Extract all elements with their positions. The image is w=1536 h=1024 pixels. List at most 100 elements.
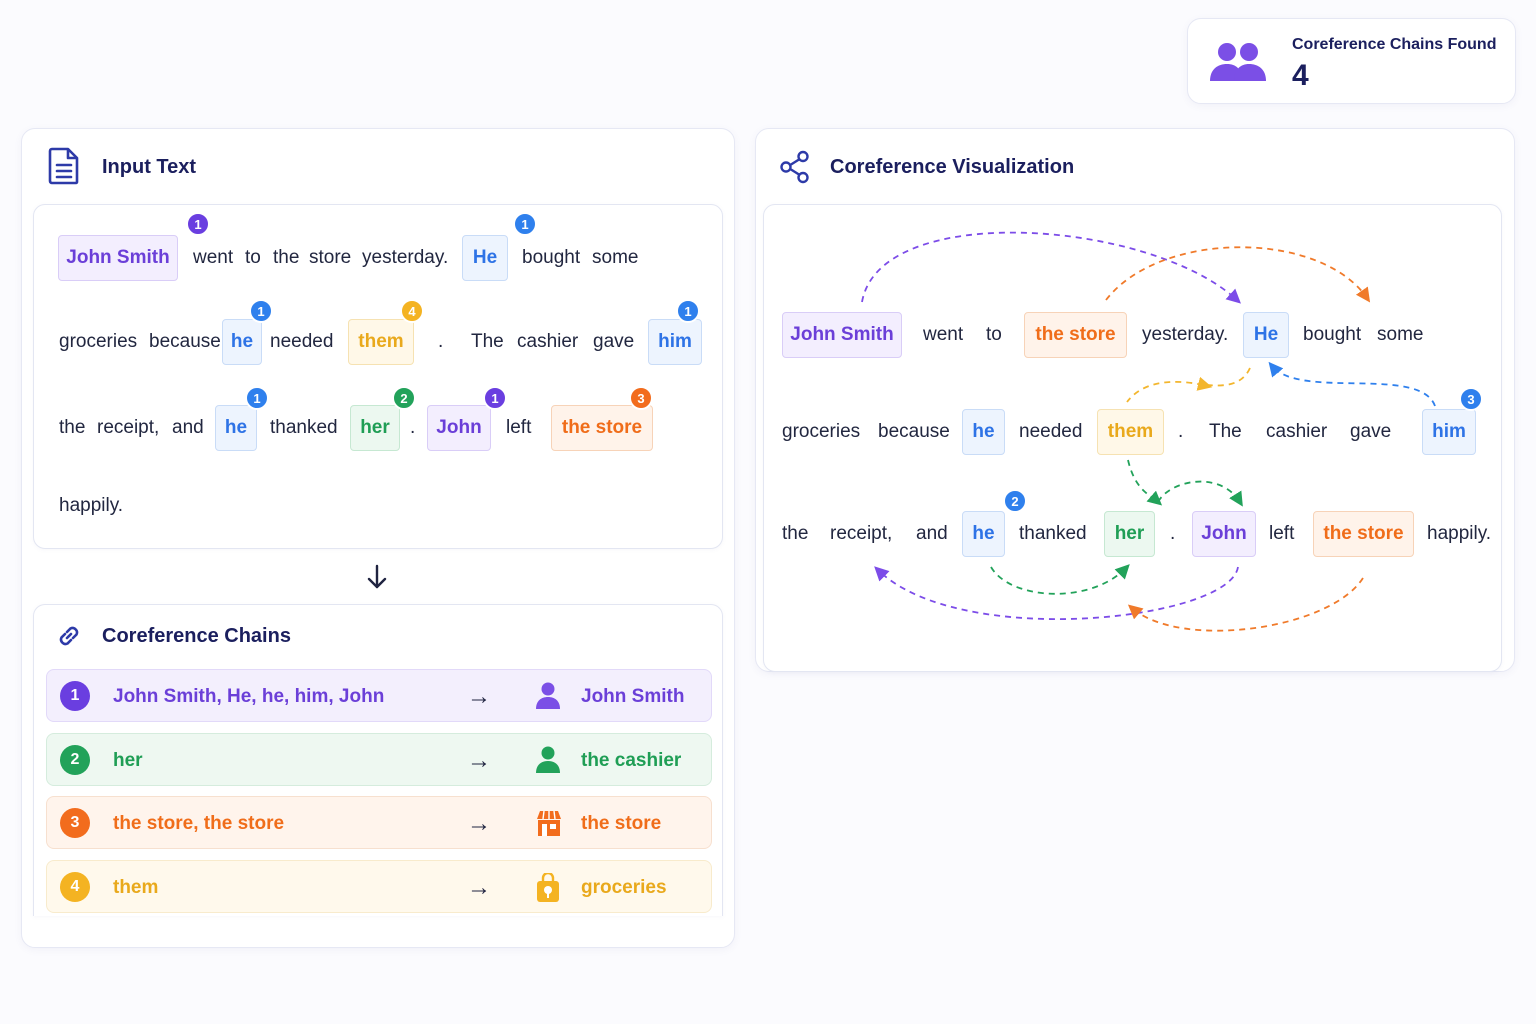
chain-row-2[interactable]: 2 her → the cashier xyxy=(46,733,712,786)
word: . xyxy=(438,331,444,352)
word: to xyxy=(986,324,1002,345)
word: gave xyxy=(1350,421,1392,442)
chain-row-3[interactable]: 3 the store, the store → the store xyxy=(46,796,712,849)
word: some xyxy=(1377,324,1424,345)
word: the xyxy=(273,247,300,268)
word: because xyxy=(878,421,950,442)
chain-entity: the cashier xyxy=(581,749,682,771)
word: the xyxy=(59,417,86,438)
word: and xyxy=(916,523,948,544)
word: receipt, xyxy=(97,417,160,438)
arrow-right-icon: → xyxy=(467,809,491,837)
word: The xyxy=(471,331,504,352)
arrow-down-icon xyxy=(367,564,387,589)
word: some xyxy=(592,247,639,268)
chain-mentions: the store, the store xyxy=(113,812,285,834)
word: to xyxy=(245,247,261,268)
chain-row-1[interactable]: 1 John Smith, He, he, him, John → John S… xyxy=(46,669,712,722)
coreference-chains-title: Coreference Chains xyxy=(102,625,291,647)
mention-her[interactable]: her xyxy=(350,405,400,451)
mention-John[interactable]: John xyxy=(427,405,491,451)
viz-mention-He[interactable]: He xyxy=(1243,312,1289,358)
share-icon xyxy=(780,150,809,184)
document-icon xyxy=(48,147,79,185)
person-icon xyxy=(536,682,560,709)
chain-mentions: John Smith, He, he, him, John xyxy=(113,685,385,707)
arrow-right-icon: → xyxy=(467,746,491,774)
word: needed xyxy=(270,331,334,352)
word: yesterday. xyxy=(1142,324,1229,345)
chain-entity: John Smith xyxy=(581,685,685,707)
word: groceries xyxy=(59,331,138,352)
word: The xyxy=(1209,421,1242,442)
viz-mention-john-smith[interactable]: John Smith xyxy=(782,312,902,358)
word: the xyxy=(782,523,809,544)
chain-badge: 1 xyxy=(249,299,273,323)
input-text-title: Input Text xyxy=(102,156,197,178)
input-text-box: John Smith 1 went to the store yesterday… xyxy=(33,204,723,549)
viz-mention-her[interactable]: her xyxy=(1104,511,1155,557)
chains-found-count: 4 xyxy=(1292,59,1309,92)
chain-badge: 1 xyxy=(245,386,269,410)
chain-badge: 3 xyxy=(1459,387,1483,411)
word: happily. xyxy=(1427,523,1492,544)
word: bought xyxy=(522,247,581,268)
viz-mention-them[interactable]: them xyxy=(1097,409,1164,455)
chain-badge: 1 xyxy=(513,212,537,236)
viz-mention-he-2[interactable]: he xyxy=(962,511,1005,557)
chain-badge: 1 xyxy=(186,212,210,236)
word: needed xyxy=(1019,421,1083,442)
mention-He[interactable]: He xyxy=(462,235,508,281)
chain-badge: 2 xyxy=(1003,489,1027,513)
arrow-right-icon: → xyxy=(467,873,491,901)
mention-them[interactable]: them xyxy=(348,319,414,365)
viz-mention-the-store-2[interactable]: the store xyxy=(1313,511,1414,557)
mention-the-store[interactable]: the store xyxy=(551,405,653,451)
chain-number: 2 xyxy=(60,745,90,775)
word: cashier xyxy=(517,331,579,352)
chain-mentions: them xyxy=(113,876,159,898)
chains-found-card: Coreference Chains Found 4 xyxy=(1187,18,1516,104)
viz-mention-the-store[interactable]: the store xyxy=(1024,312,1127,358)
word: . xyxy=(1178,421,1184,442)
person-icon xyxy=(536,746,560,773)
word: left xyxy=(506,417,532,438)
chain-row-4[interactable]: 4 them → groceries xyxy=(46,860,712,913)
chain-number: 3 xyxy=(60,808,90,838)
chain-entity: groceries xyxy=(581,876,667,898)
viz-mention-John[interactable]: John xyxy=(1192,511,1256,557)
word: receipt, xyxy=(830,523,893,544)
chain-number: 1 xyxy=(60,681,90,711)
mention-he-2[interactable]: he xyxy=(215,405,257,451)
chain-badge: 3 xyxy=(629,386,653,410)
word: went xyxy=(923,324,964,345)
arrow-right-icon: → xyxy=(467,682,491,710)
word: bought xyxy=(1303,324,1362,345)
word: gave xyxy=(593,331,635,352)
visualization-title: Coreference Visualization xyxy=(830,156,1075,178)
word: happily. xyxy=(59,495,124,516)
chain-badge: 1 xyxy=(483,386,507,410)
viz-mention-he[interactable]: he xyxy=(962,409,1005,455)
word: yesterday. xyxy=(362,247,449,268)
chain-badge: 1 xyxy=(676,299,700,323)
word: groceries xyxy=(782,421,861,442)
word: thanked xyxy=(1019,523,1087,544)
mention-he[interactable]: he xyxy=(222,319,262,365)
link-icon xyxy=(59,626,79,646)
grocery-bag-icon xyxy=(537,873,559,902)
chain-number: 4 xyxy=(60,872,90,902)
word: thanked xyxy=(270,417,338,438)
mention-john-smith[interactable]: John Smith xyxy=(58,235,178,281)
word: because xyxy=(149,331,221,352)
word: left xyxy=(1269,523,1295,544)
mention-him[interactable]: him xyxy=(648,319,702,365)
chain-badge: 2 xyxy=(392,386,416,410)
word: store xyxy=(309,247,352,268)
viz-mention-him[interactable]: him xyxy=(1422,409,1476,455)
store-icon xyxy=(537,810,561,836)
word: . xyxy=(410,417,416,438)
word: and xyxy=(172,417,204,438)
word: . xyxy=(1170,523,1176,544)
